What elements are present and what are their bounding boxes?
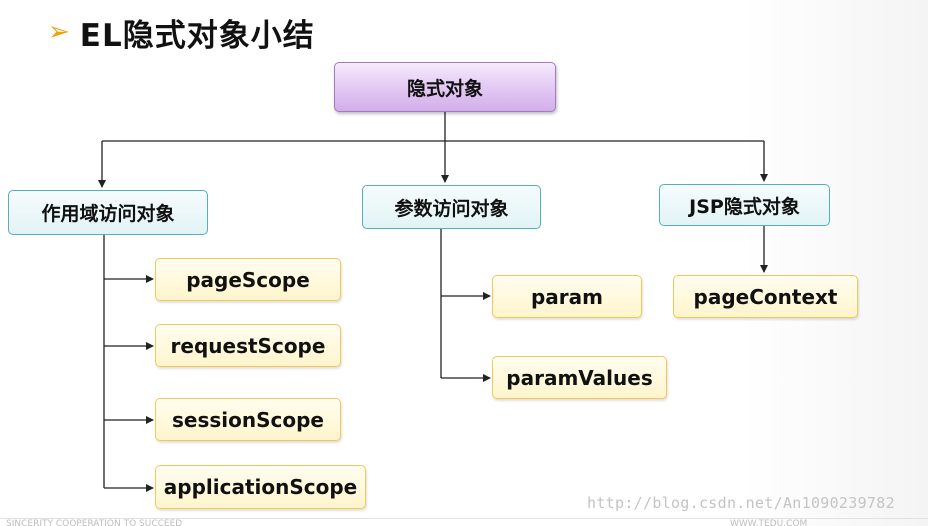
leaf-sessionscope: sessionScope: [155, 398, 341, 441]
leaf-requestscope: requestScope: [155, 324, 341, 367]
footer-slogan: SINCERITY COOPERATION TO SUCCEED: [6, 519, 183, 526]
footer-website: WWW.TEDU.COM: [730, 519, 808, 526]
category-jsp-implicit-objects: JSP隐式对象: [659, 184, 830, 226]
category-scope-access-objects: 作用域访问对象: [8, 190, 208, 235]
leaf-param: param: [492, 275, 642, 318]
root-node-implicit-objects: 隐式对象: [334, 62, 556, 112]
leaf-paramvalues: paramValues: [492, 356, 667, 399]
footer-divider: [0, 518, 928, 519]
arrow-bullet-icon: ➢: [48, 17, 70, 47]
leaf-pagescope: pageScope: [155, 258, 341, 301]
leaf-pagecontext: pageContext: [673, 275, 858, 318]
leaf-applicationscope: applicationScope: [155, 465, 366, 509]
slide-title-text: EL隐式对象小结: [79, 17, 315, 54]
slide-title: ➢ EL隐式对象小结: [48, 12, 315, 54]
watermark-url: http://blog.csdn.net/An1090239782: [587, 494, 895, 512]
category-param-access-objects: 参数访问对象: [362, 185, 541, 229]
